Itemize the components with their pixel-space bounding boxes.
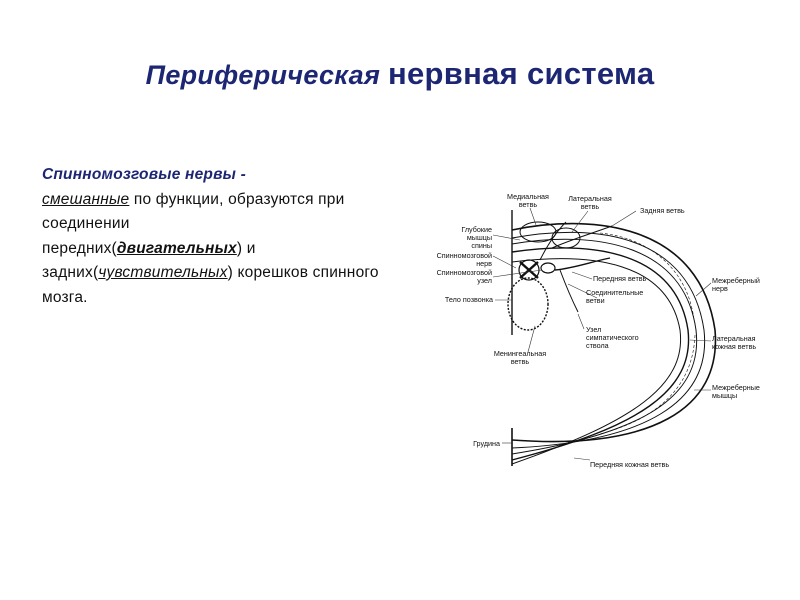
- term-mixed: смешанные: [42, 191, 129, 208]
- label-posterior-branch: Задняя ветвь: [640, 206, 685, 215]
- label-lateral-branch-2: ветвь: [581, 202, 600, 211]
- label-vertebral-body: Тело позвонка: [445, 295, 493, 304]
- label-anterior-branch: Передняя ветвь: [593, 274, 647, 283]
- text-anterior: передних(: [42, 240, 117, 257]
- label-communicating-branches-2: ветви: [586, 296, 605, 305]
- title-part-1: Периферическая: [146, 60, 381, 90]
- label-meningeal-branch-2: ветвь: [511, 357, 530, 366]
- label-intercostal-muscles-2: мышцы: [712, 391, 737, 400]
- body-wall: [512, 224, 715, 466]
- label-intercostal-nerve-2: нерв: [712, 284, 728, 293]
- label-deep-back-muscles-3: спины: [471, 241, 492, 250]
- label-spinal-ganglion-2: узел: [477, 276, 492, 285]
- slide-title: Периферическая нервная система: [0, 56, 800, 92]
- title-part-2: нервная система: [388, 56, 654, 91]
- label-sternum: Грудина: [473, 439, 500, 448]
- label-medial-branch-2: ветвь: [519, 200, 538, 209]
- lead-term: Спинномозговые нервы -: [42, 166, 246, 183]
- label-sympathetic-ganglion-3: ствола: [586, 341, 609, 350]
- label-lateral-cutaneous-branch-2: кожная ветвь: [712, 342, 756, 351]
- term-motor: двигательных: [117, 240, 237, 257]
- body-text: Спинномозговые нервы -смешанные по функц…: [42, 163, 394, 310]
- label-anterior-cutaneous-branch: Передняя кожная ветвь: [590, 460, 669, 469]
- label-spinal-nerve-2: нерв: [476, 259, 492, 268]
- term-sensory: чувствительных: [98, 264, 227, 281]
